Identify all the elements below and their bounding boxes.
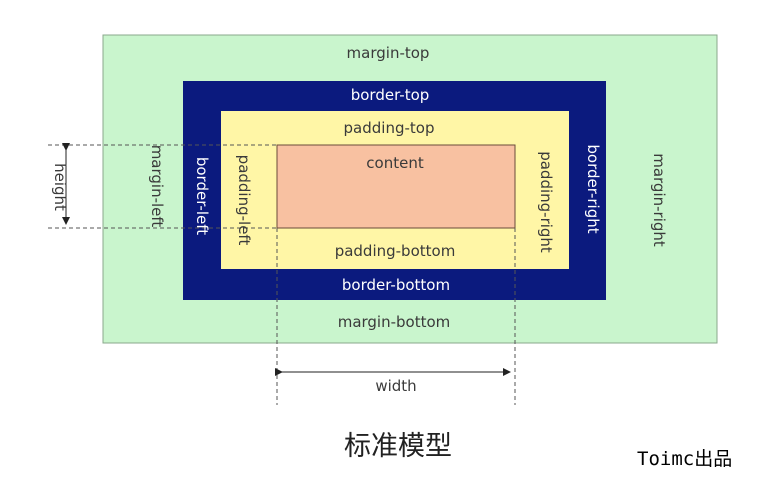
border-left-label: border-left — [193, 157, 211, 235]
height-label: height — [51, 163, 69, 211]
content-box — [276, 144, 516, 229]
diagram-title: 标准模型 — [344, 431, 452, 462]
padding-right-label: padding-right — [537, 151, 555, 253]
border-top-label: border-top — [351, 86, 430, 104]
margin-bottom-label: margin-bottom — [338, 313, 451, 331]
width-label: width — [375, 377, 416, 395]
padding-bottom-label: padding-bottom — [335, 242, 456, 260]
border-bottom-label: border-bottom — [342, 276, 450, 294]
content-label: content — [366, 154, 424, 172]
margin-top-label: margin-top — [347, 44, 430, 62]
padding-left-label: padding-left — [235, 155, 253, 246]
padding-top-label: padding-top — [344, 119, 435, 137]
margin-left-label: margin-left — [148, 145, 166, 228]
border-right-label: border-right — [584, 144, 602, 233]
credit-text: Toimc出品 — [637, 448, 732, 470]
margin-right-label: margin-right — [650, 153, 668, 247]
